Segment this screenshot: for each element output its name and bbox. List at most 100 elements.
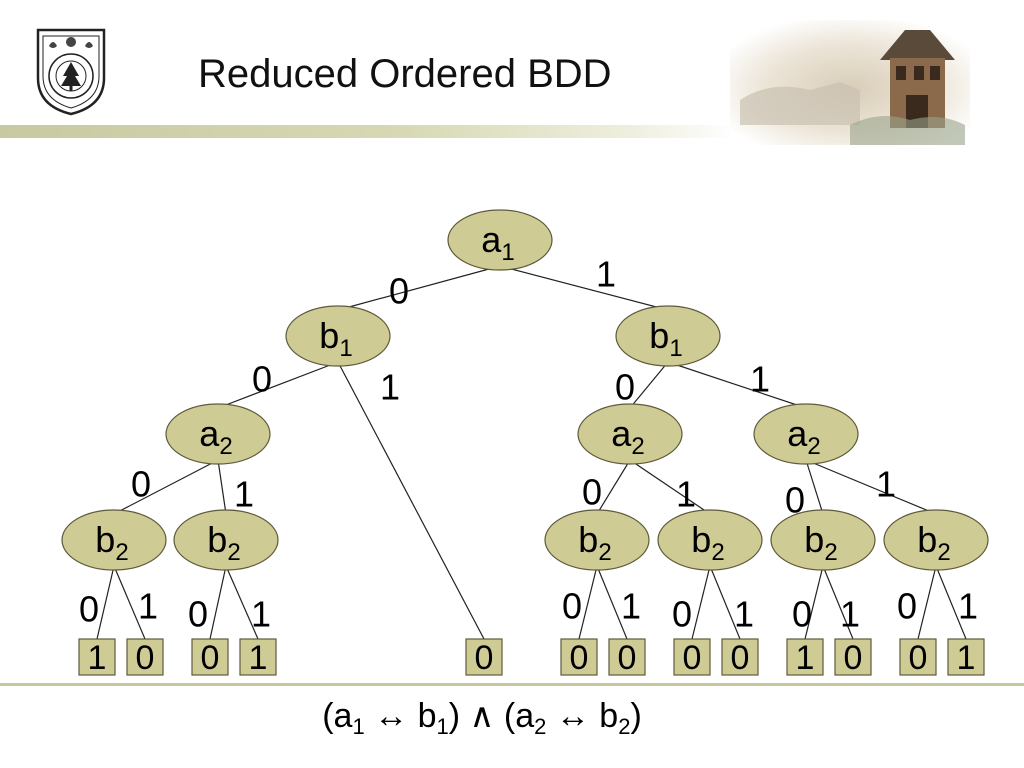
leaf-value: 0	[683, 639, 702, 677]
leaf-box	[899, 638, 937, 676]
node-subscript: 2	[824, 539, 837, 566]
leaf-value: 0	[570, 639, 589, 677]
bdd-node-b1: b1	[285, 305, 391, 367]
node-subscript: 1	[339, 335, 352, 362]
leaf-value: 1	[957, 639, 976, 677]
campus-building-photo	[730, 20, 970, 145]
terminal-leaf: 0	[673, 638, 711, 677]
leaf-box	[126, 638, 164, 676]
edge-n9-L7-high	[596, 565, 628, 640]
edge-n6-n12-high	[805, 459, 937, 515]
node-ellipse	[447, 209, 553, 271]
terminal-leaf: 0	[608, 638, 646, 677]
node-subscript: 2	[115, 539, 128, 566]
edge-label: 1	[621, 586, 641, 627]
terminal-leaf: 0	[721, 638, 759, 677]
node-ellipse	[165, 403, 271, 465]
terminal-leaf: 1	[786, 638, 824, 677]
edge-n11-L10-low	[804, 565, 824, 640]
edge-n3-n6-high	[667, 361, 807, 409]
node-ellipse	[61, 509, 167, 571]
leaf-box	[608, 638, 646, 676]
edge-n12-L13-high	[935, 565, 967, 640]
edge-label: 0	[562, 586, 582, 627]
slide-header: Reduced Ordered BDD	[0, 0, 1024, 150]
leaf-value: 0	[844, 639, 863, 677]
formula-subscript: 1	[436, 714, 449, 739]
edge-n2-n4-low	[217, 361, 339, 409]
edge-n4-n7-low	[113, 459, 219, 515]
node-ellipse	[173, 509, 279, 571]
edge-label: 1	[676, 474, 696, 515]
node-subscript: 1	[501, 239, 514, 266]
formula-part: ) ∧ (a	[448, 697, 535, 735]
boolean-formula: (a1 ↔ b1) ∧ (a2 ↔ b2)	[0, 696, 964, 740]
leaf-value: 0	[909, 639, 928, 677]
formula-subscript: 2	[618, 714, 631, 739]
edge-n10-L9-high	[709, 565, 741, 640]
node-ellipse	[770, 509, 876, 571]
terminal-leaf: 1	[947, 638, 985, 677]
leaf-box	[78, 638, 116, 676]
edge-n5-n9-low	[596, 459, 631, 515]
edge-label: 1	[958, 586, 978, 627]
node-ellipse	[615, 305, 721, 367]
university-logo	[36, 28, 106, 116]
edge-label: 0	[785, 480, 805, 521]
bdd-node-a2: a2	[753, 403, 859, 465]
leaf-value: 0	[201, 639, 220, 677]
edge-label: 0	[188, 594, 208, 635]
edge-label: 0	[389, 271, 409, 312]
leaf-box	[673, 638, 711, 676]
edge-label: 1	[750, 359, 770, 400]
leaf-value: 0	[475, 639, 494, 677]
slide-title: Reduced Ordered BDD	[198, 52, 612, 96]
terminal-leaf: 0	[834, 638, 872, 677]
terminal-leaf: 0	[560, 638, 598, 677]
node-subscript: 2	[711, 539, 724, 566]
node-ellipse	[753, 403, 859, 465]
edge-label: 0	[792, 594, 812, 635]
edge-n8-L3-low	[209, 565, 227, 640]
edge-n7-L1-low	[96, 565, 115, 640]
leaf-box	[239, 638, 277, 676]
node-ellipse	[544, 509, 650, 571]
edge-label: 0	[79, 589, 99, 630]
leaf-box	[834, 638, 872, 676]
header-divider	[0, 125, 738, 138]
edge-label: 0	[582, 472, 602, 513]
node-label: a2	[199, 413, 232, 460]
edge-label: 1	[251, 594, 271, 635]
leaf-value: 0	[731, 639, 750, 677]
edge-label: 1	[138, 586, 158, 627]
bdd-node-a2: a2	[577, 403, 683, 465]
node-label: b2	[691, 519, 724, 566]
bdd-node-a1: a1	[447, 209, 553, 271]
terminal-leaf: 0	[191, 638, 229, 677]
bdd-node-b1: b1	[615, 305, 721, 367]
formula-part: )	[630, 697, 642, 735]
terminal-leaf: 0	[126, 638, 164, 677]
leaf-value: 1	[249, 639, 268, 677]
edge-n1-n2-low	[337, 265, 501, 311]
edge-label: 1	[380, 367, 400, 408]
bdd-node-b2: b2	[544, 509, 650, 571]
leaf-box	[465, 638, 503, 676]
bdd-node-b2: b2	[770, 509, 876, 571]
leaf-value: 0	[136, 639, 155, 677]
bottom-divider	[0, 683, 1024, 686]
formula-subscript: 2	[534, 714, 547, 739]
edge-label: 1	[734, 594, 754, 635]
edge-n9-L6-low	[578, 565, 598, 640]
bdd-node-b2: b2	[173, 509, 279, 571]
edge-label: 0	[615, 367, 635, 408]
edge-n3-n5-low	[629, 361, 669, 409]
formula-part: (a	[322, 697, 353, 735]
leaf-value: 1	[88, 639, 107, 677]
edge-n5-n10-high	[629, 459, 711, 515]
edge-n6-n11-low	[805, 459, 824, 515]
edge-label: 0	[672, 594, 692, 635]
edge-label: 1	[876, 464, 896, 505]
leaf-value: 0	[618, 639, 637, 677]
